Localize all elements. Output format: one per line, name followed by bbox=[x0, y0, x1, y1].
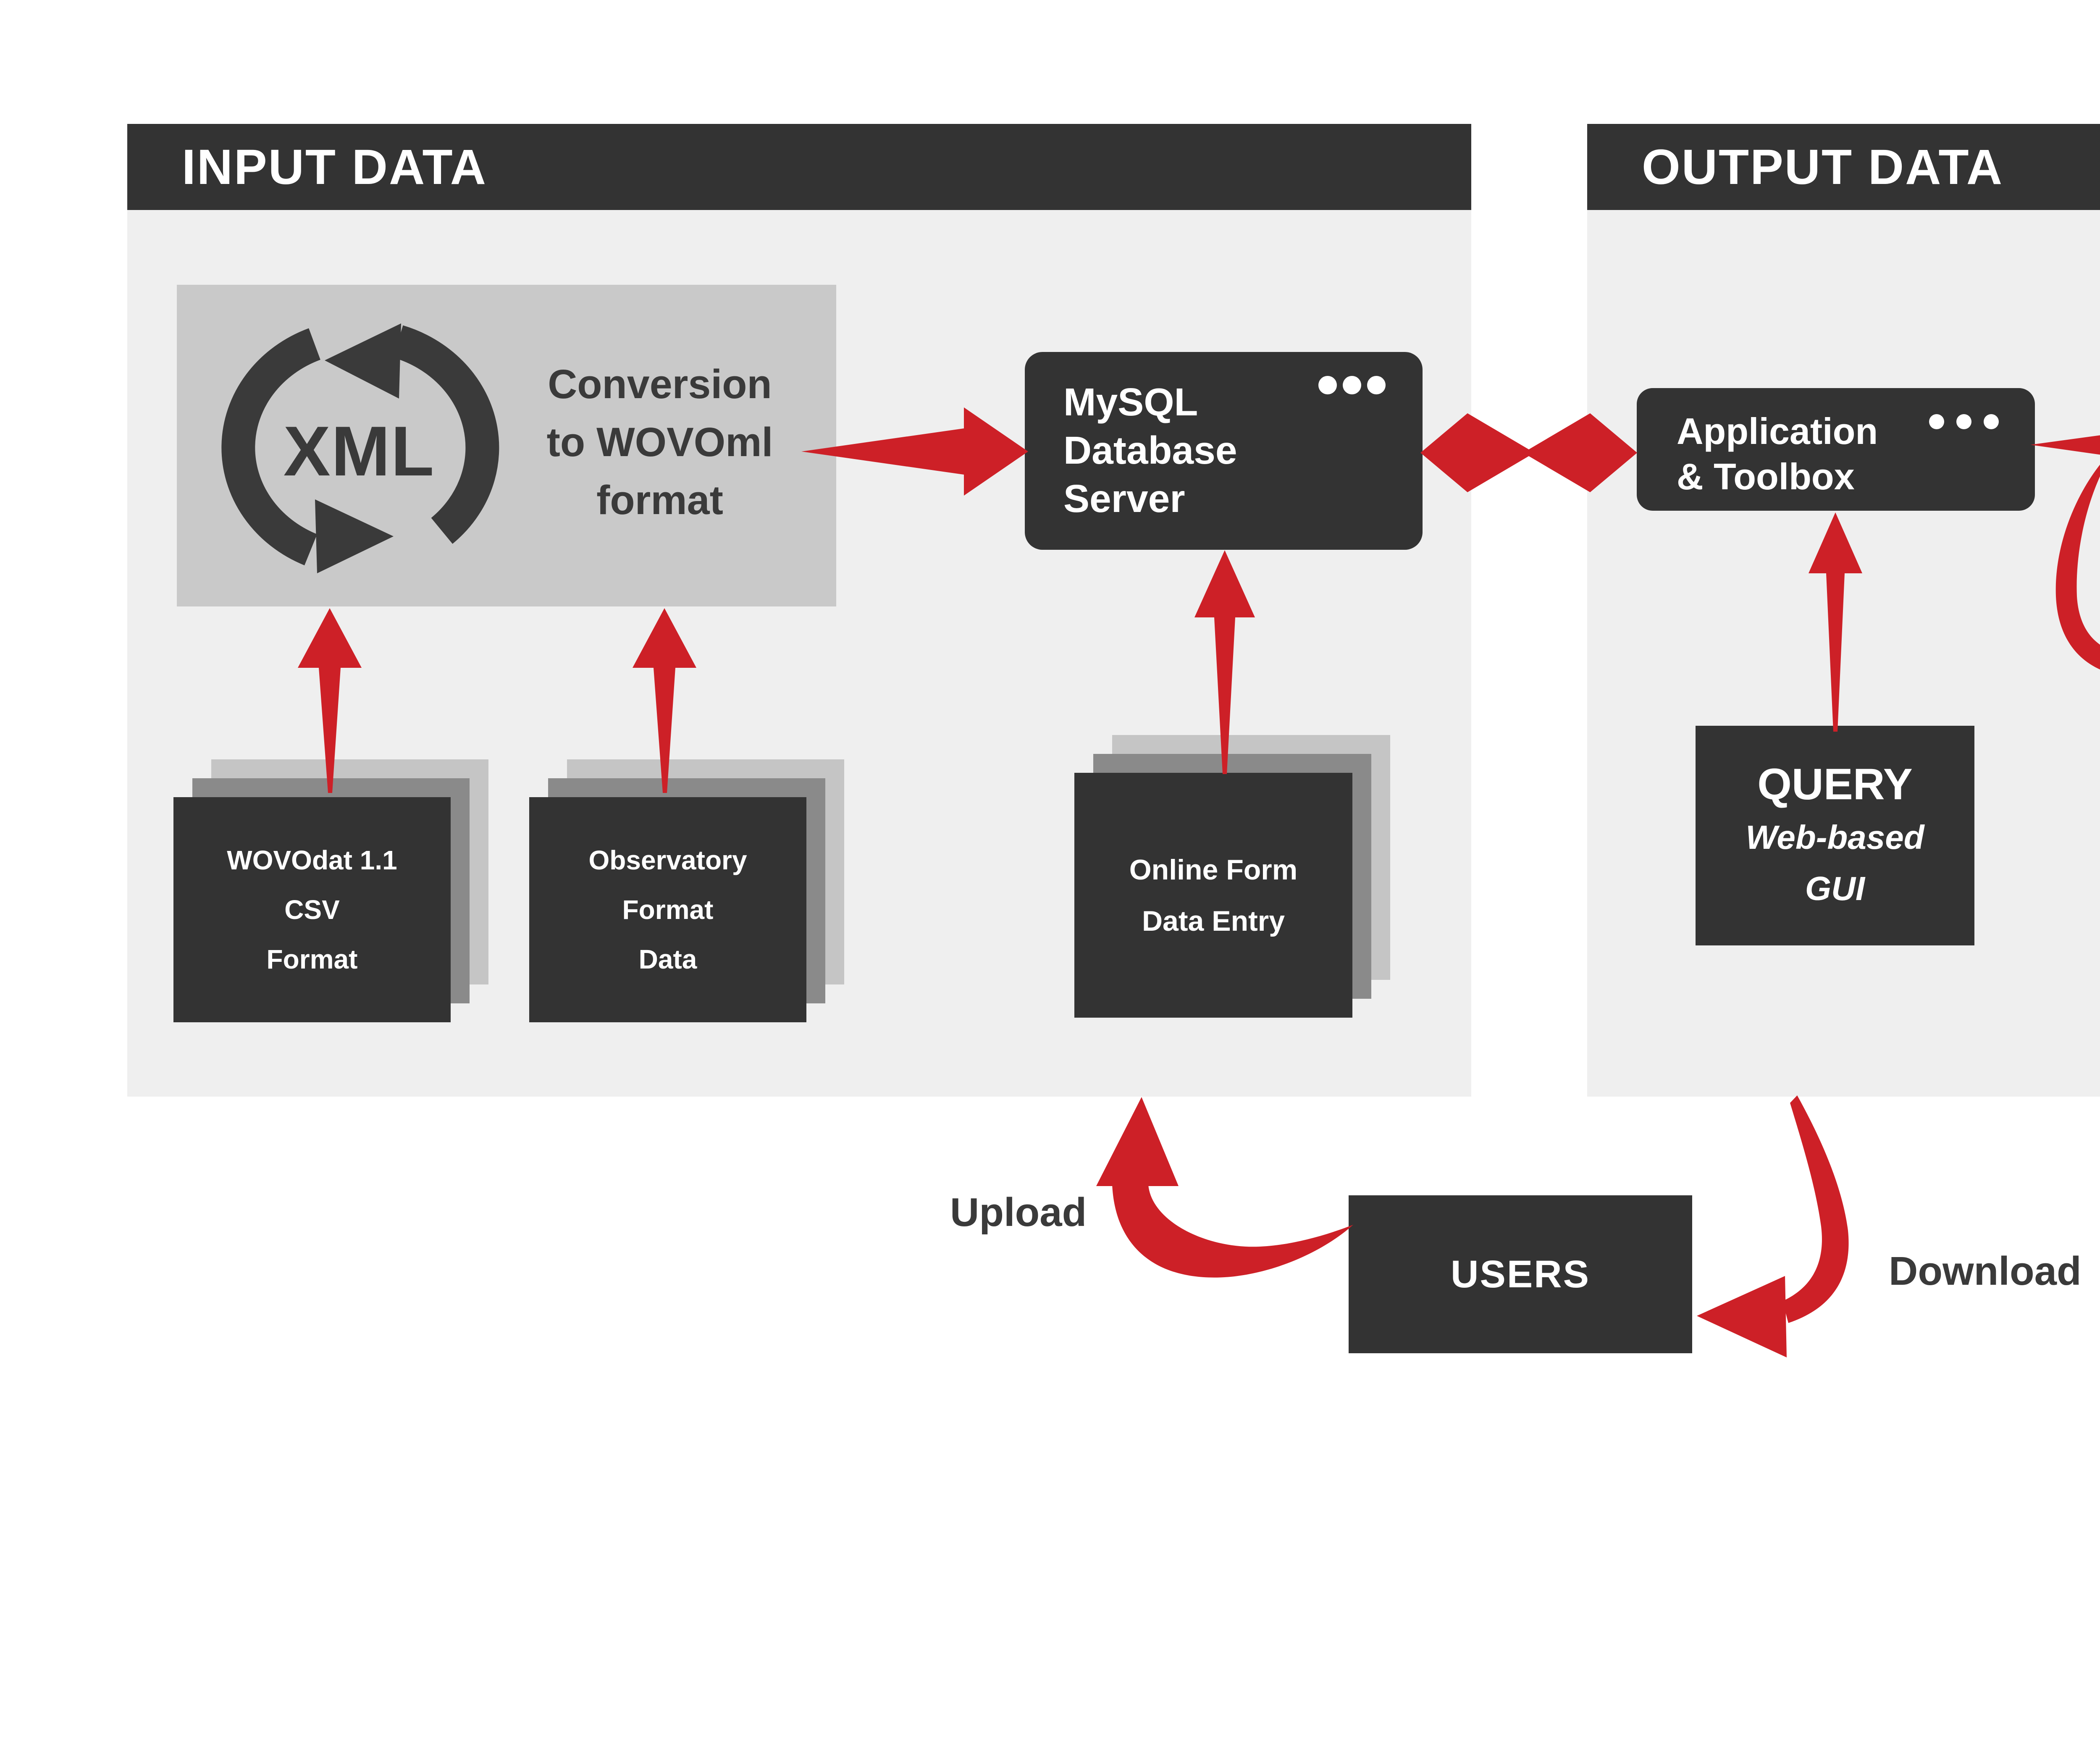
stack-line: Observatory bbox=[588, 845, 747, 875]
arrow-download-body bbox=[1782, 1095, 1849, 1323]
application-toolbox-box: Application & Toolbox bbox=[1637, 388, 2035, 511]
dot bbox=[1343, 376, 1361, 394]
window-dots-icon bbox=[1312, 376, 1386, 394]
users-box: USERS bbox=[1349, 1195, 1692, 1353]
xml-sync-icon-graphic bbox=[221, 323, 499, 573]
xml-sync-icon: XML bbox=[210, 317, 508, 585]
mysql-line: MySQL bbox=[1063, 380, 1198, 424]
wovodat-csv-stack: WOVOdat 1.1 CSV Format bbox=[173, 759, 488, 1022]
online-form-stack: Online Form Data Entry bbox=[1074, 735, 1390, 1018]
stack-line: Format bbox=[266, 944, 358, 974]
wovodat-csv-box: WOVOdat 1.1 CSV Format bbox=[173, 797, 451, 1022]
query-subtitle: GUI bbox=[1805, 869, 1865, 907]
xml-icon-label: XML bbox=[283, 411, 435, 491]
observatory-data-box: Observatory Format Data bbox=[529, 797, 806, 1022]
dot bbox=[1956, 414, 1971, 429]
output-panel-header: OUTPUT DATA bbox=[1587, 124, 2100, 210]
arrow-download-head bbox=[1697, 1276, 1787, 1357]
query-subtitle: Web-based bbox=[1746, 818, 1924, 856]
conversion-box-label: Conversion to WOVOml format bbox=[488, 355, 832, 529]
arrow-users-upload-head bbox=[1096, 1097, 1179, 1186]
output-data-panel: OUTPUT DATA bbox=[1587, 124, 2100, 1097]
stack-line: Online Form bbox=[1129, 853, 1298, 886]
arrow-users-upload-body bbox=[1112, 1184, 1353, 1278]
dot bbox=[1367, 376, 1386, 394]
online-form-box: Online Form Data Entry bbox=[1074, 773, 1352, 1018]
conversion-line: to WOVOml bbox=[546, 419, 773, 465]
dot bbox=[1929, 414, 1944, 429]
stack-line: WOVOdat 1.1 bbox=[227, 845, 397, 875]
mysql-line: Server bbox=[1063, 477, 1185, 520]
conversion-line: Conversion bbox=[548, 361, 772, 407]
dot bbox=[1984, 414, 1999, 429]
input-panel-header: INPUT DATA bbox=[127, 124, 1471, 210]
window-dots-icon bbox=[1917, 414, 1999, 429]
mysql-server-box: MySQL Database Server bbox=[1025, 352, 1423, 550]
stack-line: CSV bbox=[284, 895, 340, 925]
conversion-box: XML Conversion to WOVOml format bbox=[177, 285, 836, 606]
stack-line: Format bbox=[622, 895, 714, 925]
users-label: USERS bbox=[1451, 1253, 1590, 1296]
input-panel-title: INPUT DATA bbox=[182, 139, 487, 195]
query-gui-box: QUERY Web-based GUI bbox=[1696, 726, 1974, 945]
conversion-line: format bbox=[596, 477, 723, 523]
stack-line: Data Entry bbox=[1142, 905, 1285, 937]
stack-line: Data bbox=[638, 944, 697, 974]
output-panel-title: OUTPUT DATA bbox=[1642, 139, 2004, 195]
download-label: Download bbox=[1889, 1249, 2082, 1294]
dot bbox=[1318, 376, 1337, 394]
mysql-line: Database bbox=[1063, 428, 1237, 472]
observatory-data-stack: Observatory Format Data bbox=[529, 759, 844, 1022]
query-title: QUERY bbox=[1757, 759, 1913, 809]
upload-label: Upload bbox=[950, 1190, 1087, 1235]
app-line: & Toolbox bbox=[1677, 456, 1855, 497]
app-line: Application bbox=[1677, 410, 1878, 452]
